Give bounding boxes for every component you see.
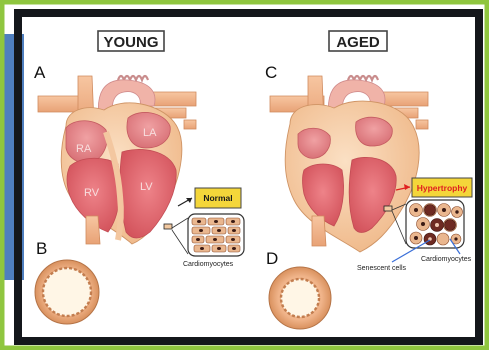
- young-label-lv: LV: [140, 181, 153, 193]
- aged-hypertrophy-label: Hypertrophy: [417, 183, 468, 193]
- aged-inferior-vena-cava: [312, 216, 326, 246]
- young-label-rv: RV: [84, 187, 100, 199]
- panel-letter-d: D: [266, 249, 278, 268]
- aged-cardiomyocytes-label: Cardiomyocytes: [421, 256, 472, 263]
- aged-vessel-lumen: [281, 279, 319, 317]
- aged-title-box: AGED: [329, 31, 387, 51]
- young-cardiomyocytes-label: Cardiomyocytes: [183, 261, 234, 268]
- aged-senescent-label: Senescent cells: [357, 265, 407, 272]
- young-vessel-lumen: [43, 268, 91, 316]
- aged-sample-marker: [384, 206, 392, 211]
- young-vessel-cross-section: [35, 260, 99, 324]
- young-label-ra: RA: [76, 143, 92, 155]
- panel-letter-a: A: [34, 63, 46, 82]
- young-label-la: LA: [143, 127, 157, 139]
- panel-letter-c: C: [265, 63, 277, 82]
- aged-right-vessel: [378, 92, 428, 106]
- young-stub: [184, 120, 196, 129]
- young-inferior-vena-cava: [86, 216, 100, 244]
- aged-left-atrium: [356, 117, 393, 146]
- young-title-box: YOUNG: [98, 31, 164, 51]
- aged-vessel-cross-section: [269, 267, 331, 329]
- young-title: YOUNG: [103, 34, 158, 51]
- aged-stub: [416, 120, 428, 129]
- young-normal-label: Normal: [203, 193, 232, 203]
- aged-cardiomyocyte-cells: [410, 204, 463, 246]
- young-sample-marker: [164, 224, 172, 229]
- panel-letter-b: B: [36, 239, 47, 258]
- aged-title: AGED: [336, 34, 380, 51]
